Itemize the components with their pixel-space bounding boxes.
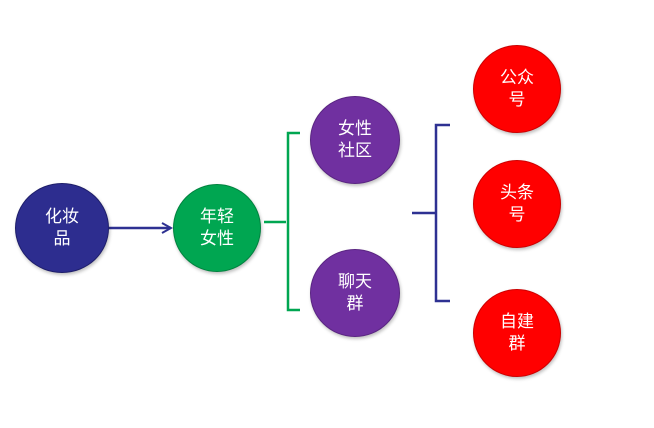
node-toutiao-account: 头条 号 xyxy=(473,160,561,248)
node-public-account-label: 公众 号 xyxy=(500,68,534,110)
node-cosmetics-label: 化妆 品 xyxy=(45,207,79,249)
node-women-community-label: 女性 社区 xyxy=(338,119,372,161)
node-chat-group: 聊天 群 xyxy=(310,249,400,337)
node-young-women: 年轻 女性 xyxy=(173,184,261,272)
node-cosmetics: 化妆 品 xyxy=(15,183,109,273)
node-public-account: 公众 号 xyxy=(473,45,561,133)
node-self-built-group: 自建 群 xyxy=(473,289,561,377)
green-brace-connector xyxy=(264,131,300,312)
node-young-women-label: 年轻 女性 xyxy=(200,207,234,249)
node-self-built-group-label: 自建 群 xyxy=(500,312,534,354)
node-women-community: 女性 社区 xyxy=(310,96,400,184)
node-toutiao-account-label: 头条 号 xyxy=(500,183,534,225)
node-chat-group-label: 聊天 群 xyxy=(338,272,372,314)
navy-brace-connector xyxy=(412,123,450,303)
